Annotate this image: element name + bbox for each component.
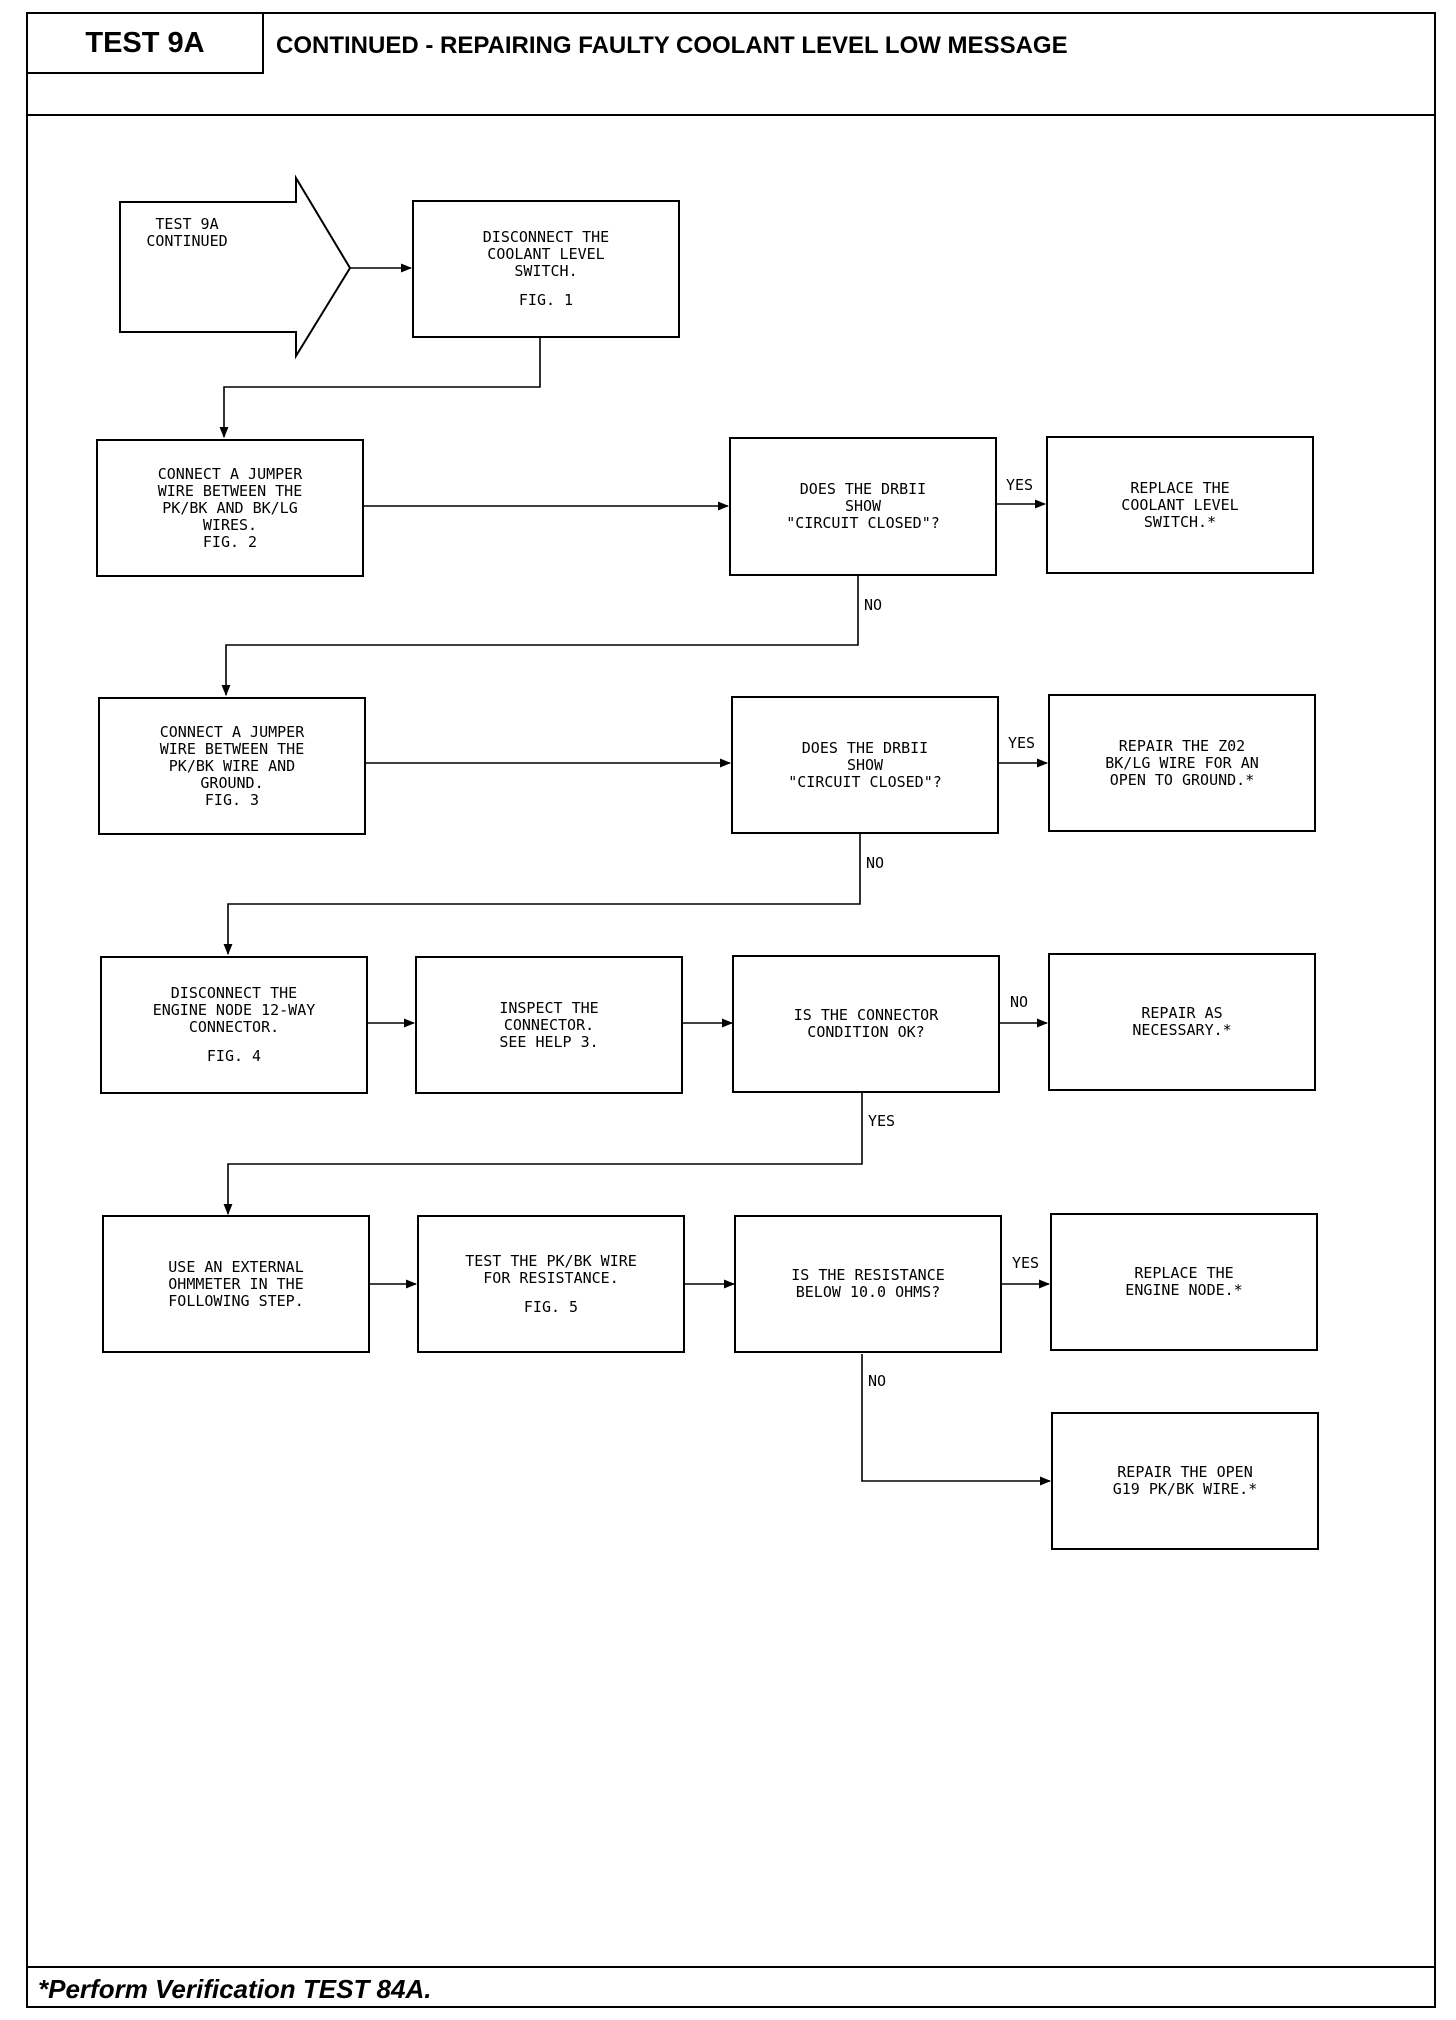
step-text: DISCONNECT THE ENGINE NODE 12-WAY CONNEC… <box>152 984 316 1036</box>
no-label: NO <box>864 596 883 614</box>
yes-label: YES <box>1006 476 1034 494</box>
step-jumper-pkbk-bklg: CONNECT A JUMPER WIRE BETWEEN THE PK/BK … <box>96 439 364 577</box>
step-text: CONNECT A JUMPER WIRE BETWEEN THE PK/BK … <box>157 464 303 551</box>
result-replace-engine-node: REPLACE THE ENGINE NODE.* <box>1050 1213 1318 1351</box>
fig-reference: FIG. 4 <box>206 1047 262 1065</box>
decision-text: IS THE RESISTANCE BELOW 10.0 OHMS? <box>791 1266 945 1301</box>
yes-label: YES <box>1012 1254 1040 1272</box>
footer-divider <box>28 1966 1434 1968</box>
step-disconnect-coolant-switch: DISCONNECT THE COOLANT LEVEL SWITCH. FIG… <box>412 200 680 338</box>
no-label: NO <box>866 854 885 872</box>
page-title: CONTINUED - REPAIRING FAULTY COOLANT LEV… <box>276 32 1068 59</box>
result-repair-g19-wire: REPAIR THE OPEN G19 PK/BK WIRE.* <box>1051 1412 1319 1550</box>
step-text: DISCONNECT THE COOLANT LEVEL SWITCH. <box>482 228 610 280</box>
step-text: USE AN EXTERNAL OHMMETER IN THE FOLLOWIN… <box>168 1257 304 1310</box>
result-text: REPAIR THE OPEN G19 PK/BK WIRE.* <box>1112 1463 1258 1498</box>
fig-reference: FIG. 5 <box>523 1297 579 1316</box>
step-text: CONNECT A JUMPER WIRE BETWEEN THE PK/BK … <box>159 722 305 809</box>
start-label: TEST 9A CONTINUED <box>146 215 228 250</box>
footer-note: *Perform Verification TEST 84A. <box>38 1974 432 2004</box>
connector-disconnect-to-jumper1 <box>219 338 541 439</box>
step-text: TEST THE PK/BK WIRE FOR RESISTANCE. <box>465 1251 637 1287</box>
connector-q2-no <box>223 834 861 956</box>
no-label: NO <box>868 1372 887 1390</box>
decision-text: DOES THE DRBII SHOW "CIRCUIT CLOSED"? <box>788 738 942 791</box>
result-text: REPLACE THE ENGINE NODE.* <box>1125 1264 1243 1299</box>
result-text: REPAIR THE Z02 BK/LG WIRE FOR AN OPEN TO… <box>1105 736 1259 789</box>
decision-resistance-below: IS THE RESISTANCE BELOW 10.0 OHMS? <box>734 1215 1002 1353</box>
step-test-pkbk-resistance: TEST THE PK/BK WIRE FOR RESISTANCE. FIG.… <box>417 1215 685 1353</box>
connector-q3-yes <box>223 1093 863 1216</box>
decision-circuit-closed-2: DOES THE DRBII SHOW "CIRCUIT CLOSED"? <box>731 696 999 834</box>
result-replace-coolant-switch: REPLACE THE COOLANT LEVEL SWITCH.* <box>1046 436 1314 574</box>
fig-reference: FIG. 1 <box>518 291 574 309</box>
result-repair-z02-wire: REPAIR THE Z02 BK/LG WIRE FOR AN OPEN TO… <box>1048 694 1316 832</box>
no-label: NO <box>1010 993 1029 1011</box>
step-inspect-connector: INSPECT THE CONNECTOR. SEE HELP 3. <box>415 956 683 1094</box>
test-id: TEST 9A <box>28 14 264 74</box>
header-divider <box>28 114 1434 116</box>
step-text: INSPECT THE CONNECTOR. SEE HELP 3. <box>499 998 599 1051</box>
step-use-ohmmeter: USE AN EXTERNAL OHMMETER IN THE FOLLOWIN… <box>102 1215 370 1353</box>
decision-text: DOES THE DRBII SHOW "CIRCUIT CLOSED"? <box>786 480 940 532</box>
result-text: REPLACE THE COOLANT LEVEL SWITCH.* <box>1121 478 1239 531</box>
yes-label: YES <box>1008 734 1036 752</box>
yes-label: YES <box>868 1112 896 1130</box>
start-arrow-shape <box>119 174 352 360</box>
step-disconnect-engine-node: DISCONNECT THE ENGINE NODE 12-WAY CONNEC… <box>100 956 368 1094</box>
decision-text: IS THE CONNECTOR CONDITION OK? <box>793 1006 939 1041</box>
decision-circuit-closed-1: DOES THE DRBII SHOW "CIRCUIT CLOSED"? <box>729 437 997 576</box>
result-repair-as-necessary: REPAIR AS NECESSARY.* <box>1048 953 1316 1091</box>
page-frame: TEST 9A CONTINUED - REPAIRING FAULTY COO… <box>26 12 1436 2008</box>
step-jumper-pkbk-ground: CONNECT A JUMPER WIRE BETWEEN THE PK/BK … <box>98 697 366 835</box>
result-text: REPAIR AS NECESSARY.* <box>1132 1004 1232 1039</box>
connector-q1-no <box>221 576 859 697</box>
decision-connector-ok: IS THE CONNECTOR CONDITION OK? <box>732 955 1000 1093</box>
connector-q4-no <box>861 1354 1052 1486</box>
